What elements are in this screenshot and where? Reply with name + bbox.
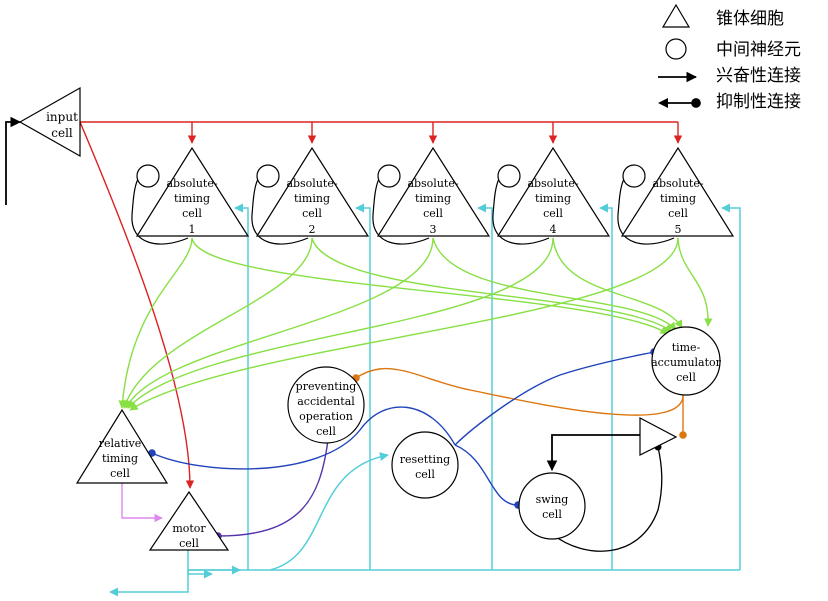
preventing-line1: preventing bbox=[296, 380, 357, 393]
input-cell: input cell bbox=[18, 86, 81, 158]
timing-cell-1-line3: cell bbox=[182, 207, 202, 220]
timing-cell-5-line1: absolute- bbox=[652, 177, 703, 190]
timing-cell-3-line2: timing bbox=[415, 192, 451, 205]
preventing-line2: accidental bbox=[297, 395, 355, 408]
time-accumulator-line3: cell bbox=[676, 371, 696, 384]
motor-line1: motor bbox=[172, 522, 206, 535]
legend-excitatory-label: 兴奋性连接 bbox=[716, 66, 801, 86]
input-side-arrow bbox=[5, 116, 22, 205]
resetting-cell: resetting cell bbox=[391, 431, 459, 499]
green-excitatory-connections bbox=[118, 237, 713, 411]
preventing-line3: operation bbox=[299, 410, 353, 423]
legend: 锥体细胞 中间神经元 兴奋性连接 抑制性连接 bbox=[658, 3, 801, 112]
timing-cell-3-line3: cell bbox=[423, 207, 443, 220]
timing-cell-5-line2: timing bbox=[660, 192, 696, 205]
absolute-timing-cell-5: absolute- timing cell 5 bbox=[620, 146, 735, 237]
input-connections bbox=[79, 121, 683, 489]
timing-cell-1-line2: timing bbox=[174, 192, 210, 205]
timing-cell-4-line3: cell bbox=[543, 207, 563, 220]
absolute-timing-cell-4: absolute- timing cell 4 bbox=[496, 146, 611, 237]
timing-cell-3-line1: absolute- bbox=[407, 177, 458, 190]
absolute-timing-cell-3: absolute- timing cell 3 bbox=[376, 146, 491, 237]
resetting-line1: resetting bbox=[400, 453, 450, 466]
legend-inhibitory-head-icon bbox=[658, 98, 668, 108]
relative-line2: timing bbox=[102, 452, 138, 465]
legend-pyramidal-label: 锥体细胞 bbox=[716, 9, 784, 29]
comparator-triangle bbox=[639, 417, 678, 456]
input-cell-label-line1: input bbox=[46, 110, 78, 124]
relative-timing-cell: relative timing cell bbox=[75, 408, 169, 484]
motor-line2: cell bbox=[179, 537, 199, 550]
timing-cell-5-line3: cell bbox=[668, 207, 688, 220]
motor-cell: motor cell bbox=[148, 490, 230, 551]
relative-line3: cell bbox=[110, 467, 130, 480]
time-accumulator-line2: accumulator bbox=[651, 356, 722, 369]
absolute-timing-cell-1: absolute- timing cell 1 bbox=[135, 146, 250, 237]
legend-circle-icon bbox=[665, 38, 687, 60]
swing-cell: swing cell bbox=[518, 472, 586, 540]
resetting-to-swing-connection bbox=[454, 444, 522, 509]
relative-to-motor-connection bbox=[121, 483, 163, 523]
cyan-feedback-network bbox=[109, 203, 741, 597]
timing-cell-2-line3: cell bbox=[302, 207, 322, 220]
legend-inhibitory-label: 抑制性连接 bbox=[716, 92, 801, 112]
timing-cell-4-index: 4 bbox=[550, 223, 557, 236]
resetting-line2: cell bbox=[415, 468, 435, 481]
comparator-to-swing-connection bbox=[546, 434, 640, 472]
timing-cell-5-index: 5 bbox=[675, 223, 682, 236]
preventing-to-motor-connection bbox=[214, 439, 329, 540]
timing-cell-2-line2: timing bbox=[294, 192, 330, 205]
timing-cell-4-line1: absolute- bbox=[527, 177, 578, 190]
time-accumulator-to-preventing-connection bbox=[352, 367, 684, 416]
resetting-to-relative-timing-connection bbox=[148, 406, 456, 470]
relative-line1: relative bbox=[99, 437, 142, 450]
timing-cell-2-line1: absolute- bbox=[286, 177, 337, 190]
time-accumulator-line1: time- bbox=[672, 341, 701, 354]
input-cell-label-line2: cell bbox=[51, 126, 73, 140]
timing-cell-1-line1: absolute- bbox=[166, 177, 217, 190]
swing-to-comparator-feedback bbox=[551, 443, 663, 552]
swing-line2: cell bbox=[542, 508, 562, 521]
swing-line1: swing bbox=[536, 493, 569, 506]
timing-cell-1-index: 1 bbox=[189, 223, 196, 236]
preventing-accidental-operation-cell: preventing accidental operation cell bbox=[287, 366, 365, 444]
legend-interneuron-label: 中间神经元 bbox=[716, 40, 801, 60]
legend-triangle-icon bbox=[661, 3, 691, 28]
preventing-line4: cell bbox=[316, 425, 336, 438]
timing-cell-4-line2: timing bbox=[535, 192, 571, 205]
time-accumulator-cell: time- accumulator cell bbox=[651, 326, 722, 396]
absolute-timing-cell-2: absolute- timing cell 2 bbox=[255, 146, 370, 237]
timing-cell-2-index: 2 bbox=[309, 223, 316, 236]
timing-cell-3-index: 3 bbox=[430, 223, 437, 236]
resetting-to-time-accumulator-connection bbox=[454, 348, 658, 446]
